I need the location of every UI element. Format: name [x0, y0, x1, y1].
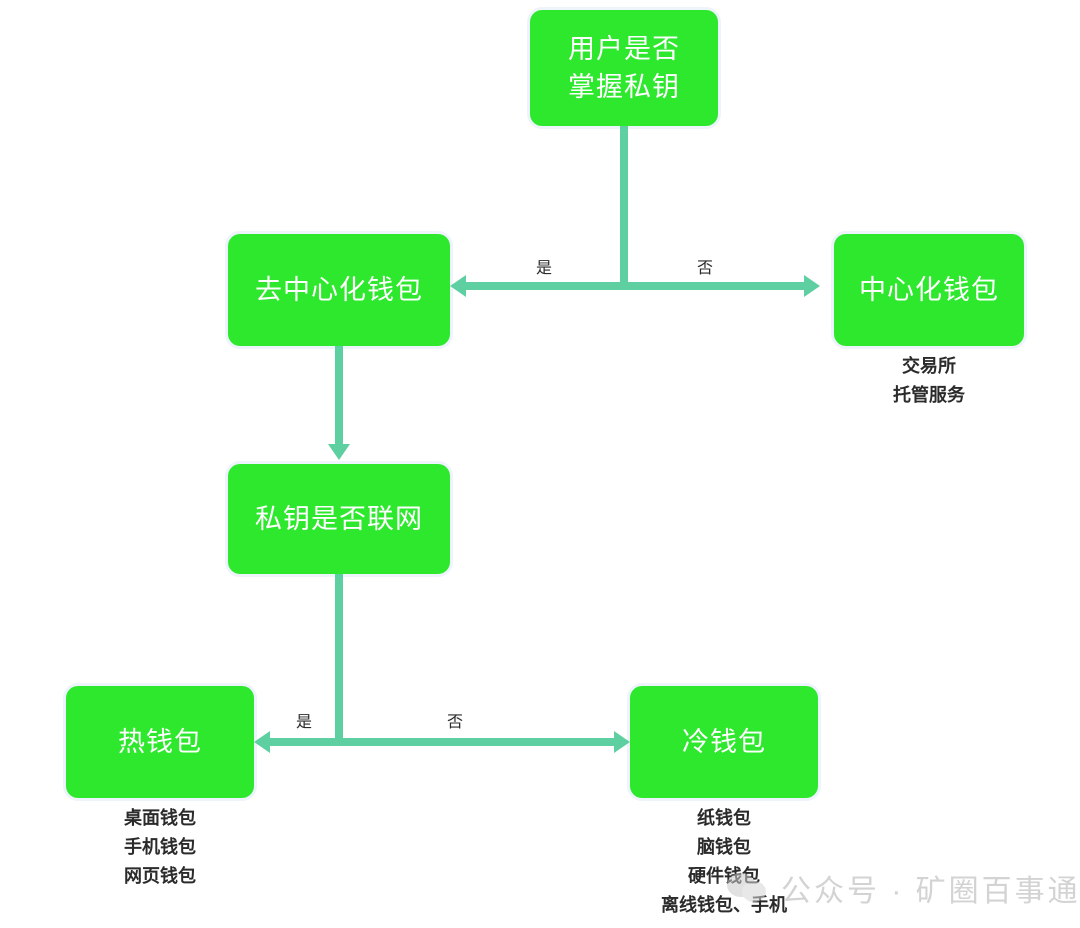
- connector-decentralized-to-online: [335, 346, 343, 446]
- node-decentralized-wallet[interactable]: 去中心化钱包: [228, 234, 450, 346]
- branch-label-top-yes: 是: [536, 260, 553, 277]
- connector-root-stem: [620, 126, 628, 286]
- node-hot-wallet[interactable]: 热钱包: [66, 686, 254, 798]
- watermark-text: 公众号 · 矿圈百事通: [781, 875, 1080, 908]
- caption-centralized-wallet: 交易所 托管服务: [893, 356, 965, 405]
- arrowhead-to-hot-wallet-icon: [254, 731, 270, 753]
- node-label: 冷钱包: [682, 726, 766, 757]
- connector-online-stem: [335, 574, 343, 742]
- branch-label-bottom-no: 否: [447, 714, 464, 731]
- node-label: 去中心化钱包: [255, 274, 423, 305]
- branch-label-bottom-yes: 是: [296, 714, 313, 731]
- wechat-icon: [727, 869, 771, 907]
- arrowhead-to-centralized-icon: [804, 275, 820, 297]
- caption-cold-wallet: 纸钱包 脑钱包 硬件钱包 离线钱包、手机: [661, 808, 787, 915]
- wechat-bubble-front: [742, 881, 766, 902]
- node-centralized-wallet[interactable]: 中心化钱包: [834, 234, 1024, 346]
- arrowhead-to-decentralized-icon: [450, 275, 466, 297]
- node-label: 私钥是否联网: [255, 503, 423, 534]
- branch-label-top-no: 否: [697, 260, 714, 277]
- arrowhead-to-cold-wallet-icon: [614, 731, 630, 753]
- node-cold-wallet[interactable]: 冷钱包: [630, 686, 818, 798]
- arrowhead-to-private-key-online-icon: [328, 444, 350, 460]
- node-label: 用户是否 掌握私钥: [568, 33, 680, 102]
- node-label: 中心化钱包: [859, 274, 999, 305]
- node-private-key-online[interactable]: 私钥是否联网: [228, 464, 450, 574]
- watermark: 公众号 · 矿圈百事通: [727, 866, 1080, 910]
- connector-top-branch-line: [466, 282, 804, 290]
- node-label: 热钱包: [118, 726, 202, 757]
- caption-hot-wallet: 桌面钱包 手机钱包 网页钱包: [124, 808, 196, 886]
- connector-bottom-branch-line: [270, 738, 614, 746]
- node-user-holds-private-key[interactable]: 用户是否 掌握私钥: [530, 10, 718, 126]
